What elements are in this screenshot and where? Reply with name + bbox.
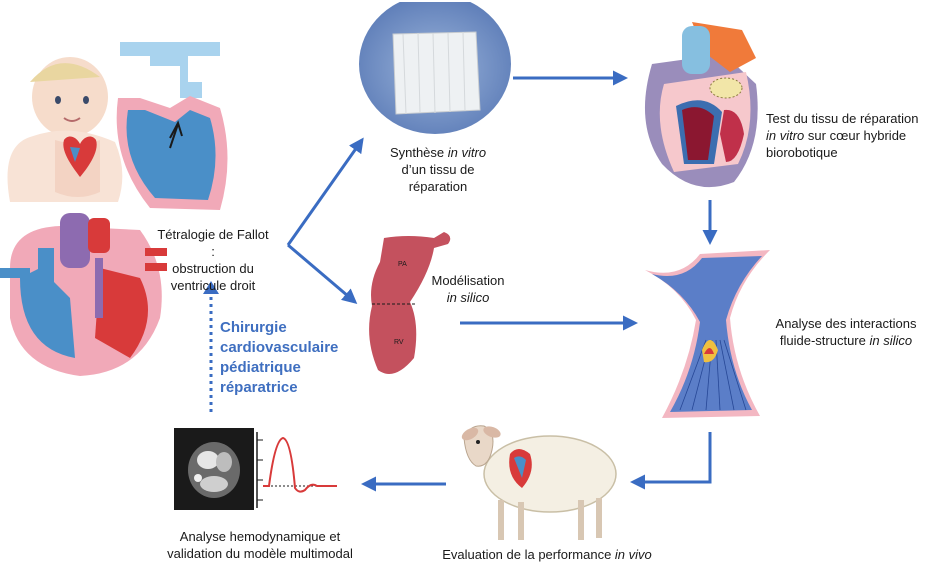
center-title: Chirurgie cardiovasculaire pédiatrique r… xyxy=(220,318,338,398)
dotted-arrow-head xyxy=(203,281,219,294)
fallot-heart-diagram xyxy=(0,213,167,376)
rv-label: RV xyxy=(394,339,404,346)
interactions-line-2b: in silico xyxy=(869,333,913,348)
interactions-label: Analyse des interactions fluide-structur… xyxy=(760,315,932,349)
fallot-line-3: ventricule droit xyxy=(170,278,256,293)
arrow-interactions-to-evaluation xyxy=(630,432,712,490)
biorobotic-heart xyxy=(644,22,758,188)
center-line-4: réparatrice xyxy=(220,379,298,396)
synthese-line-1a: Synthèse xyxy=(389,145,448,160)
test-line-1: Test du tissu de réparation xyxy=(766,111,919,126)
hemo-line-1: Analyse hemodynamique et xyxy=(179,529,341,544)
rv-pa-model: PA RV xyxy=(369,232,451,374)
evaluation-line-1a: Evaluation de la performance xyxy=(442,547,615,562)
arrow-to-synthese xyxy=(286,137,364,246)
center-line-1: Chirurgie xyxy=(220,319,287,336)
evaluation-line-1b: in vivo xyxy=(614,547,652,562)
sheep xyxy=(461,425,617,540)
center-line-3: pédiatrique xyxy=(220,359,301,376)
modelisation-label: Modélisation in silico xyxy=(418,272,518,306)
evaluation-label: Evaluation de la performance in vivo xyxy=(418,546,676,563)
fallot-label: Tétralogie de Fallot : obstruction du ve… xyxy=(154,226,272,294)
synthese-label: Synthèse in vitro d’un tissu de réparati… xyxy=(368,144,508,195)
test-line-3: biorobotique xyxy=(766,145,838,160)
pa-label: PA xyxy=(398,261,407,268)
test-line-2b: sur cœur hybride xyxy=(804,128,907,143)
arrow-to-modelisation xyxy=(287,243,358,304)
interactions-line-1: Analyse des interactions xyxy=(775,316,917,331)
fallot-line-1: Tétralogie de Fallot : xyxy=(157,227,269,259)
mri-scan xyxy=(174,428,254,510)
modelisation-line-2: in silico xyxy=(446,290,490,305)
modelisation-line-1: Modélisation xyxy=(431,273,505,288)
synthese-line-1b: in vitro xyxy=(447,145,487,160)
synthese-line-2: d’un tissu de xyxy=(401,162,475,177)
fallot-cross-section xyxy=(116,42,228,210)
mesh-tissue-photo xyxy=(359,2,511,134)
hemo-line-2: validation du modèle multimodal xyxy=(167,546,353,561)
fallot-line-2: obstruction du xyxy=(172,261,254,276)
center-line-2: cardiovasculaire xyxy=(220,339,339,356)
synthese-line-3: réparation xyxy=(408,179,468,194)
baby-illustration xyxy=(7,57,123,202)
hemodynamique-label: Analyse hemodynamique et validation du m… xyxy=(150,528,370,562)
test-line-2a: in vitro xyxy=(766,128,805,143)
flow-simulation xyxy=(645,250,770,418)
flow-waveform xyxy=(256,432,337,508)
interactions-line-2a: fluide-structure xyxy=(779,333,870,348)
test-label: Test du tissu de réparation in vitro sur… xyxy=(766,110,938,161)
